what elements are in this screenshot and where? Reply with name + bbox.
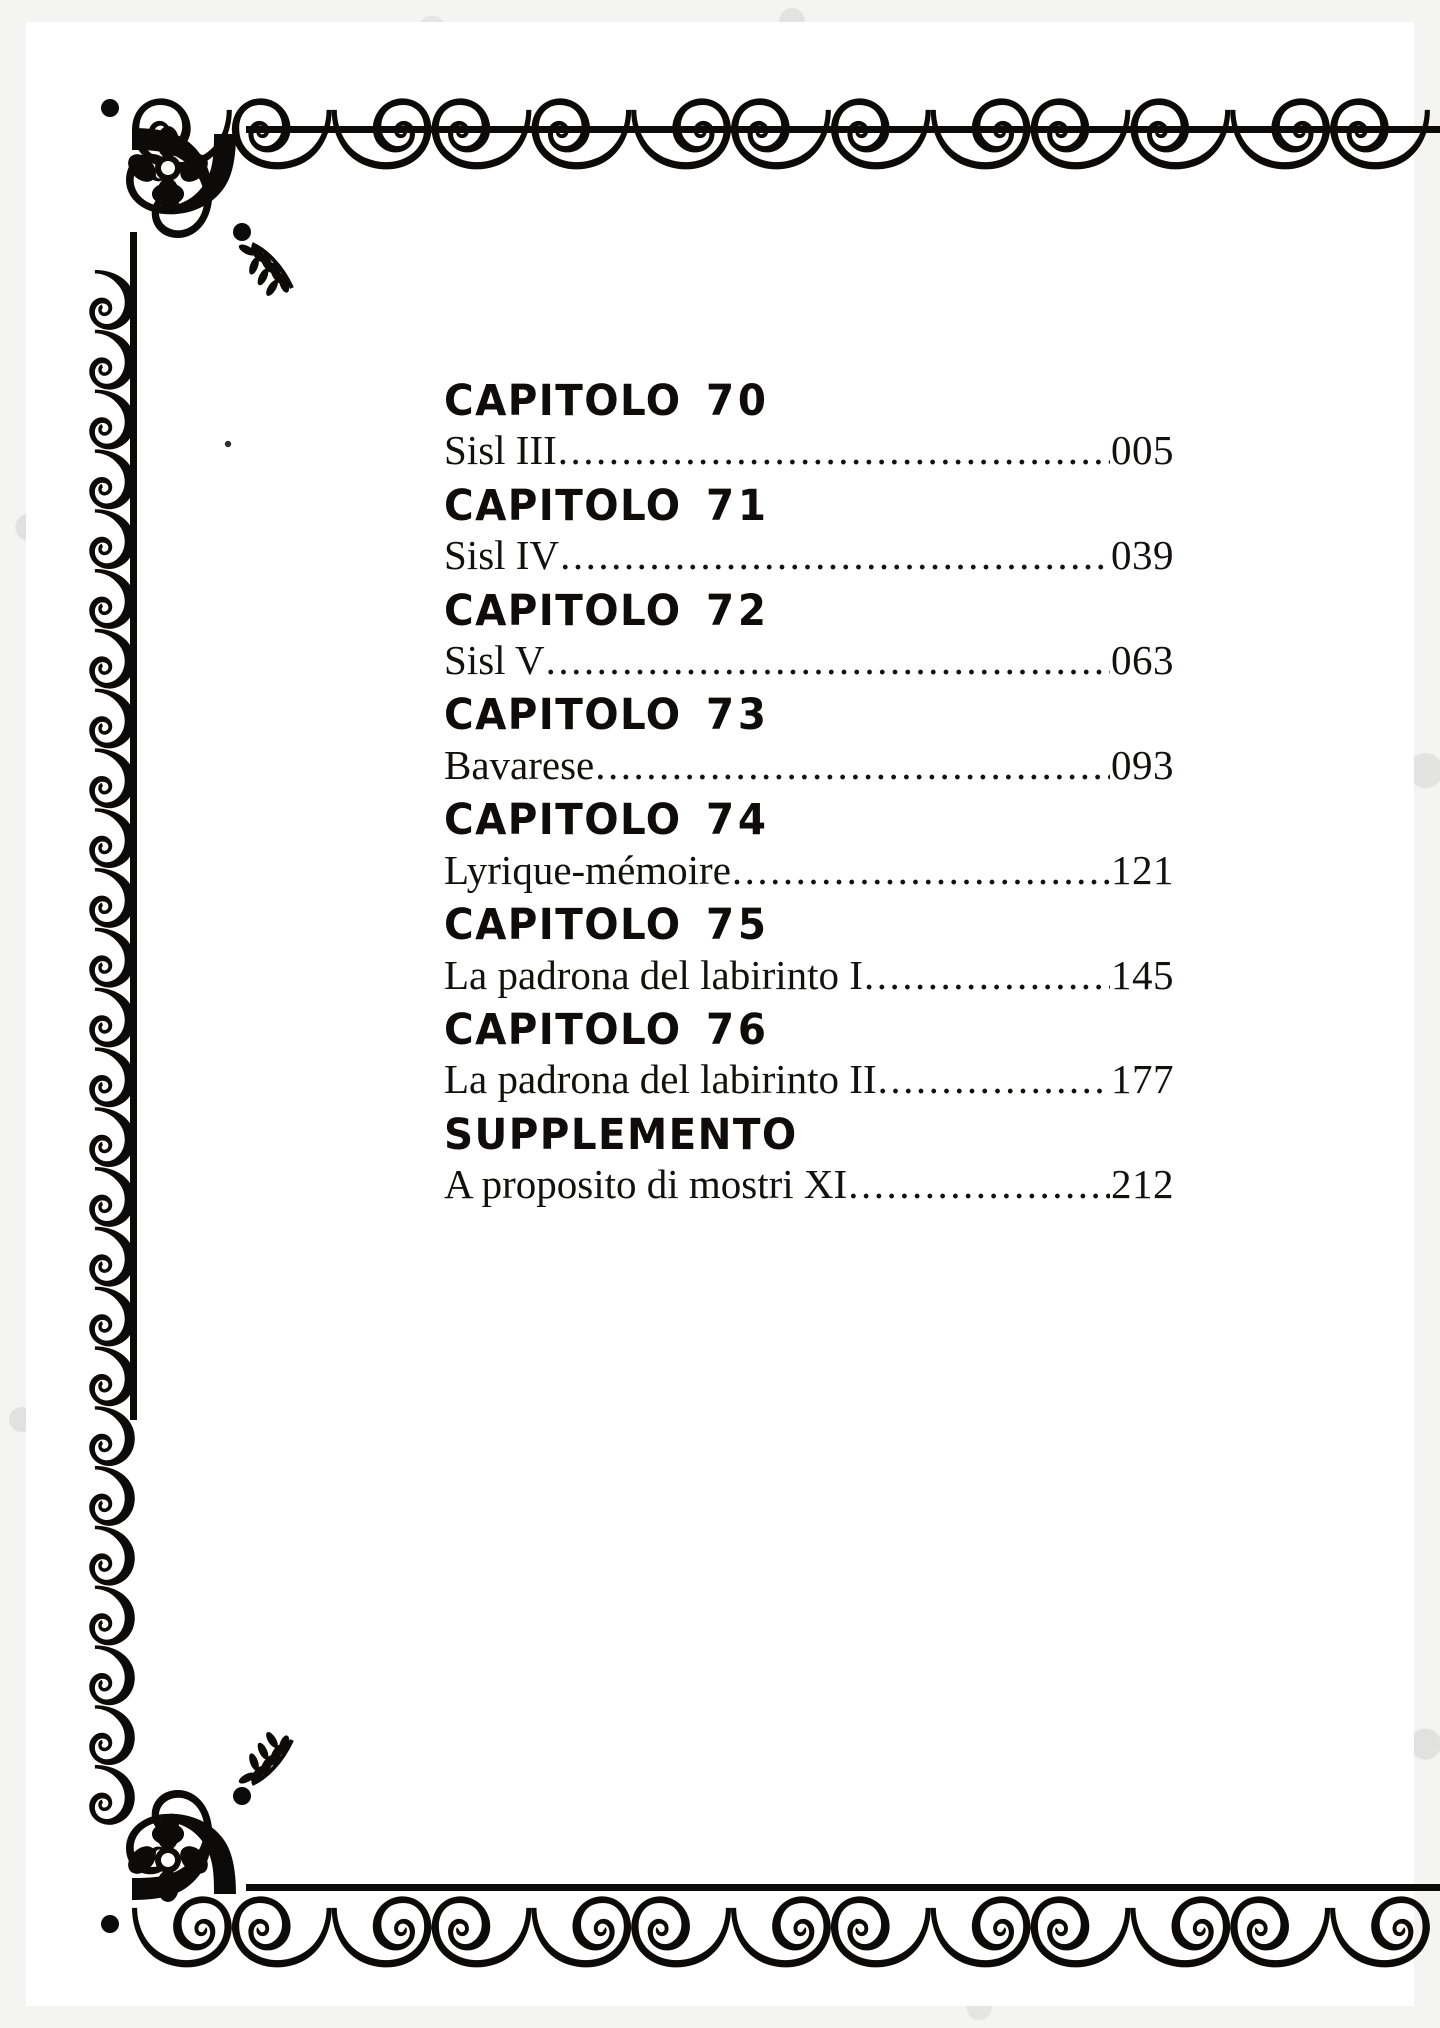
chapter-number: 71 (705, 480, 770, 531)
table-of-contents: CAPITOLO 70 Sisl III ....................… (444, 378, 1174, 1217)
dot-leader: ........................................… (877, 1056, 1110, 1103)
chapter-label: CAPITOLO (444, 900, 682, 951)
chapter-label: CAPITOLO (444, 1004, 682, 1055)
toc-entry[interactable]: CAPITOLO 72 Sisl V ......................… (444, 585, 1174, 685)
supplement-label: SUPPLEMENTO (444, 1109, 798, 1160)
toc-title-row: Sisl III ...............................… (444, 426, 1174, 474)
toc-title-row: La padrona del labirinto I .............… (444, 951, 1174, 999)
dot-leader: ........................................… (560, 532, 1110, 579)
supplement-heading: SUPPLEMENTO (444, 1109, 1130, 1160)
chapter-label: CAPITOLO (444, 795, 682, 846)
toc-entry[interactable]: CAPITOLO 75 La padrona del labirinto I ..… (444, 902, 1174, 999)
toc-title-row: A proposito di mostri XI ...............… (444, 1160, 1174, 1208)
toc-title-row: Sisl V .................................… (444, 636, 1174, 684)
page-sheet (26, 22, 1414, 2006)
toc-entry-supplement[interactable]: SUPPLEMENTO A proposito di mostri XI ...… (444, 1109, 1174, 1209)
toc-title: La padrona del labirinto I (444, 951, 863, 998)
chapter-number: 75 (705, 900, 770, 951)
chapter-number: 74 (705, 795, 770, 846)
chapter-label: CAPITOLO (444, 480, 682, 531)
toc-title: Sisl V (444, 637, 545, 684)
toc-title: Bavarese (444, 741, 595, 788)
chapter-heading: CAPITOLO 71 (444, 483, 1130, 529)
toc-page-number: 063 (1111, 637, 1174, 684)
toc-page-number: 145 (1111, 951, 1174, 998)
toc-page-number: 212 (1111, 1161, 1174, 1208)
toc-page-number: 121 (1111, 846, 1174, 893)
dot-leader: ........................................… (848, 1161, 1110, 1208)
chapter-number: 72 (705, 585, 770, 636)
chapter-label: CAPITOLO (444, 585, 682, 636)
toc-title: A proposito di mostri XI (444, 1161, 848, 1208)
chapter-number: 76 (705, 1004, 770, 1055)
toc-page-number: 005 (1111, 427, 1174, 474)
dot-leader: ........................................… (731, 846, 1110, 893)
toc-title: Sisl IV (444, 532, 560, 579)
chapter-heading: CAPITOLO 76 (444, 1007, 1130, 1053)
chapter-heading: CAPITOLO 75 (444, 902, 1130, 948)
toc-title: Sisl III (444, 427, 557, 474)
chapter-heading: CAPITOLO 74 (444, 797, 1130, 843)
toc-entry[interactable]: CAPITOLO 73 Bavarese ....................… (444, 692, 1174, 789)
chapter-number: 73 (705, 690, 770, 741)
toc-entry[interactable]: CAPITOLO 70 Sisl III ....................… (444, 378, 1174, 475)
toc-page-number: 093 (1111, 741, 1174, 788)
chapter-label: CAPITOLO (444, 690, 682, 741)
toc-page-number: 177 (1111, 1056, 1174, 1103)
toc-title: Lyrique-mémoire (444, 846, 731, 893)
chapter-heading: CAPITOLO 72 (444, 585, 1130, 636)
dot-leader: ........................................… (863, 951, 1110, 998)
dot-leader: ........................................… (557, 427, 1110, 474)
chapter-heading: CAPITOLO 73 (444, 692, 1130, 738)
toc-title-row: La padrona del labirinto II ............… (444, 1055, 1174, 1103)
toc-entry[interactable]: CAPITOLO 74 Lyrique-mémoire .............… (444, 797, 1174, 894)
chapter-number: 70 (705, 376, 770, 426)
chapter-heading: CAPITOLO 70 (444, 378, 1130, 424)
toc-title: La padrona del labirinto II (444, 1056, 877, 1103)
toc-title-row: Bavarese ...............................… (444, 741, 1174, 789)
toc-page-number: 039 (1111, 532, 1174, 579)
toc-title-row: Sisl IV ................................… (444, 531, 1174, 579)
dot-leader: ........................................… (595, 741, 1110, 788)
dot-leader: ........................................… (545, 637, 1110, 684)
toc-entry[interactable]: CAPITOLO 76 La padrona del labirinto II .… (444, 1007, 1174, 1104)
toc-entry[interactable]: CAPITOLO 71 Sisl IV .....................… (444, 483, 1174, 580)
toc-title-row: Lyrique-mémoire ........................… (444, 846, 1174, 894)
chapter-label: CAPITOLO (444, 376, 682, 426)
